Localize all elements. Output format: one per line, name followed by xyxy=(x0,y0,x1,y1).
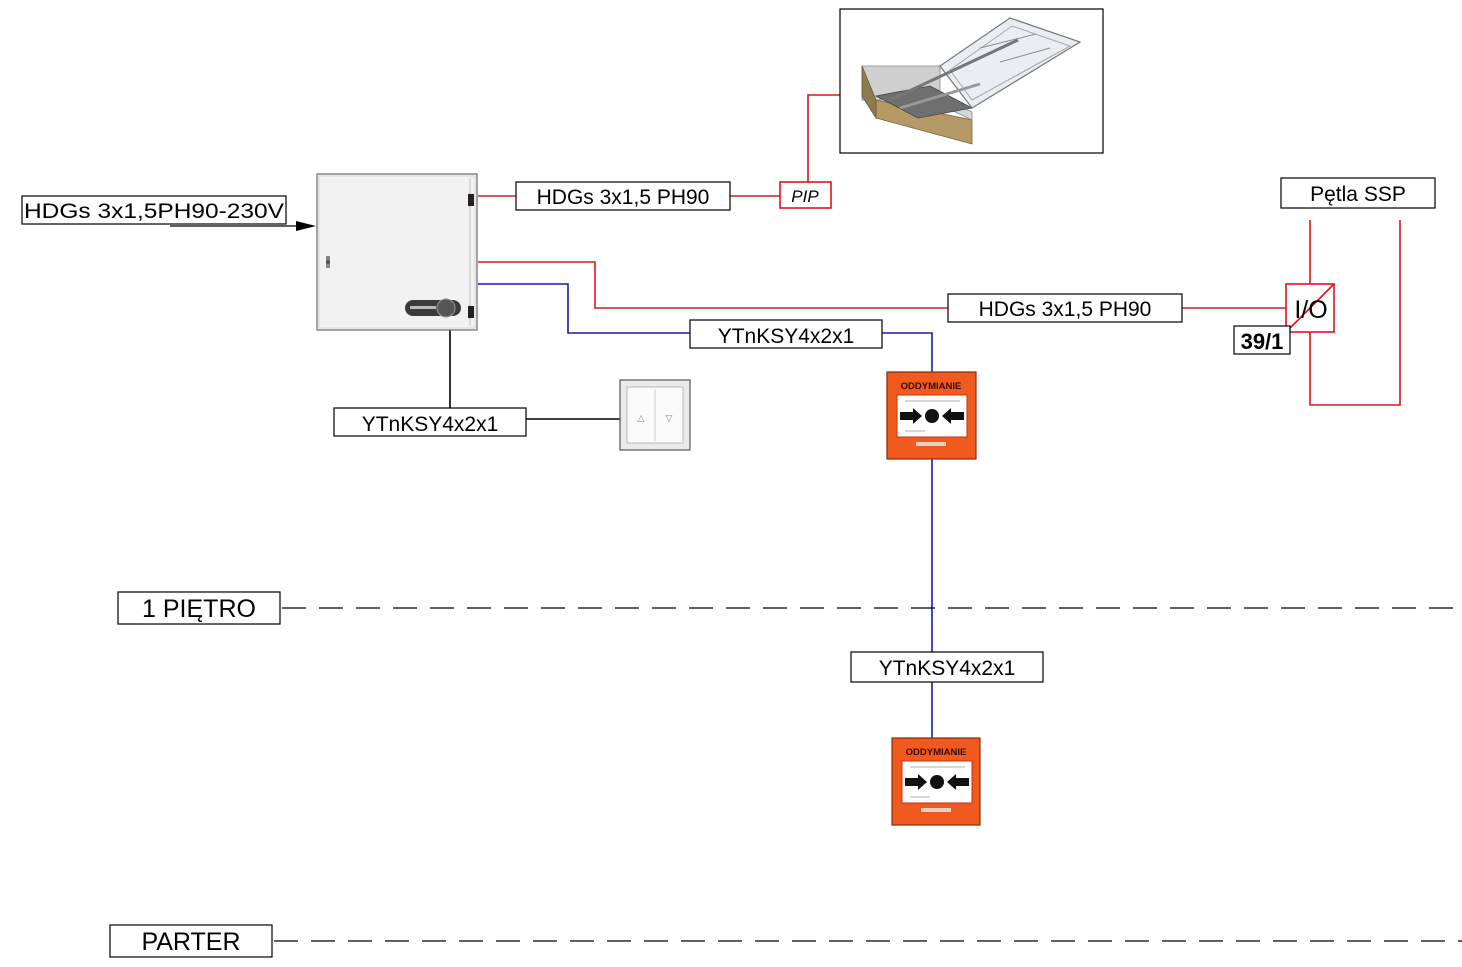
button-cable-tag: YTnKSY4x2x1 xyxy=(689,319,883,349)
floor-tag: PARTER xyxy=(109,924,273,958)
supply-arrow xyxy=(170,221,316,231)
button-cable-tag: YTnKSY4x2x1 xyxy=(850,651,1044,683)
switch-cable-label: YTnKSY4x2x1 xyxy=(362,413,499,436)
button-signal-line-2 xyxy=(882,332,933,372)
floor-tag: 1 PIĘTRO xyxy=(117,591,281,625)
hatch-cable-label: HDGs 3x1,5 PH90 xyxy=(537,186,710,209)
svg-text:△: △ xyxy=(638,414,645,424)
switch-cable-tag: YTnKSY4x2x1 xyxy=(333,407,527,437)
floor-label-1: 1 PIĘTRO xyxy=(142,595,256,623)
smoke-button-title: ODDYMIANIE xyxy=(906,747,967,758)
io-cable-label: HDGs 3x1,5 PH90 xyxy=(979,298,1152,321)
manual-call-point-icon[interactable]: ODDYMIANIE xyxy=(886,371,977,460)
pip-to-hatch-line xyxy=(807,94,840,182)
button-cable-label: YTnKSY4x2x1 xyxy=(879,657,1016,680)
io-address-badge: 39/1 xyxy=(1233,325,1291,355)
ssp-loop-label: Pętla SSP xyxy=(1310,183,1406,206)
supply-cable-tag: HDGs 3x1,5PH90-230V xyxy=(21,195,287,225)
up-down-switch-icon[interactable]: △ ▽ xyxy=(619,379,691,451)
supply-cable-label: HDGs 3x1,5PH90-230V xyxy=(24,200,284,223)
svg-text:▽: ▽ xyxy=(666,414,673,424)
io-module-label: I/O xyxy=(1294,296,1327,324)
io-cable-tag: HDGs 3x1,5 PH90 xyxy=(947,293,1183,323)
smoke-button-title: ODDYMIANIE xyxy=(901,381,962,392)
io-power-line xyxy=(478,261,948,309)
button-cable-label: YTnKSY4x2x1 xyxy=(718,325,855,348)
io-address-label: 39/1 xyxy=(1241,329,1284,354)
ssp-loop-line-out xyxy=(1309,220,1401,406)
pip-label: PIP xyxy=(791,187,819,206)
floor-label-ground: PARTER xyxy=(141,928,240,956)
manual-call-point-icon[interactable]: ODDYMIANIE xyxy=(891,737,981,826)
button-signal-line xyxy=(478,283,690,334)
ssp-loop-tag: Pętla SSP xyxy=(1280,177,1436,209)
smoke-vent-hatch-icon xyxy=(839,8,1104,154)
io-module-icon: I/O xyxy=(1285,283,1335,333)
hatch-cable-tag: HDGs 3x1,5 PH90 xyxy=(515,181,731,211)
control-cabinet-icon xyxy=(316,173,478,331)
pip-tag: PIP xyxy=(779,181,832,209)
